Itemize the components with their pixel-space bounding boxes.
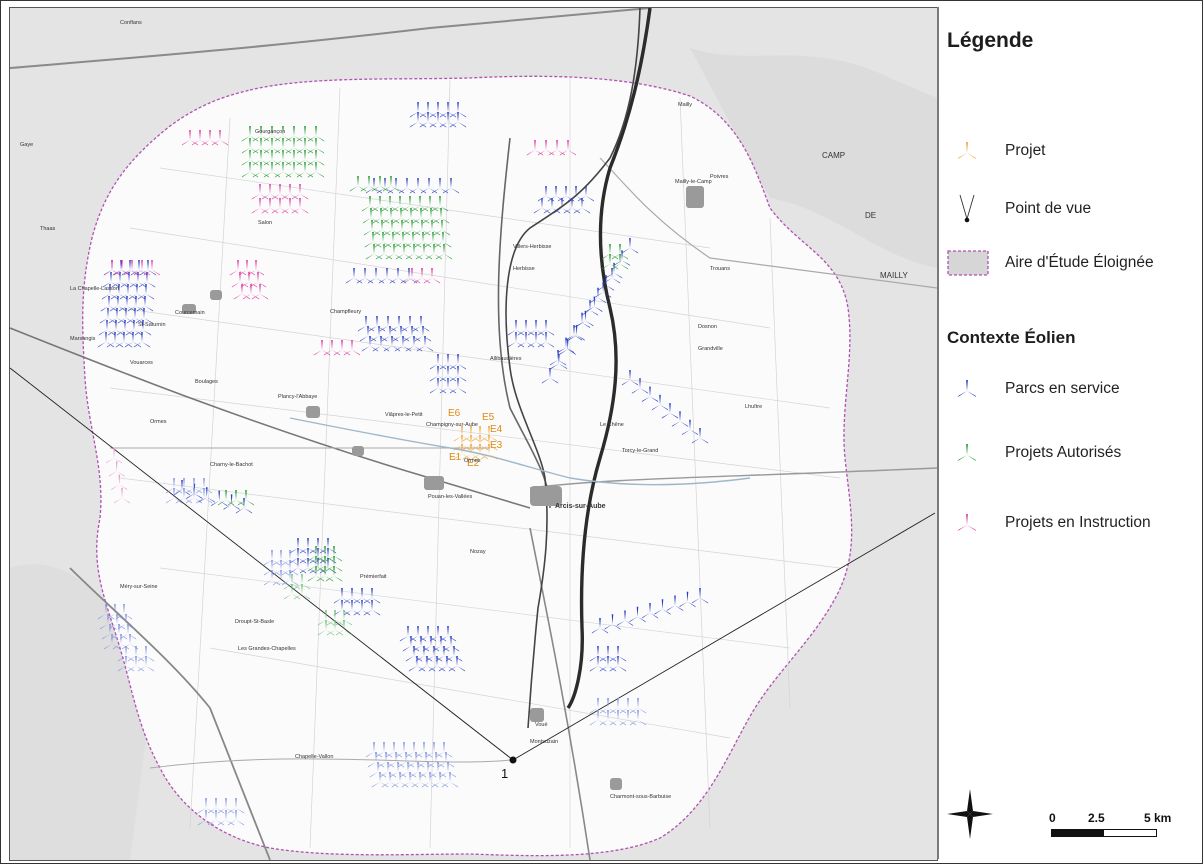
place-label: St-Saturnin (138, 322, 166, 328)
place-label: Charny-le-Bachot (210, 462, 253, 468)
place-label: Les Grandes-Chapelles (238, 646, 296, 652)
place-label: Voué (535, 722, 548, 728)
legend-panel: Légende Projet Point de vue Aire d'Étude… (937, 7, 1197, 859)
legend-item-parcs-en-service: Parcs en service (947, 373, 1192, 407)
place-label: Villers-Herbisse (513, 244, 551, 250)
legend-label: Projets Autorisés (1005, 444, 1122, 461)
place-label: Plancy-l'Abbaye (278, 394, 317, 400)
legend-item-projet: Projet (947, 135, 1192, 169)
place-label: Grandville (698, 346, 723, 352)
project-label-e4: E4 (490, 424, 503, 435)
place-label: Prémierfait (360, 574, 387, 580)
place-label: Gourgançon (255, 129, 285, 135)
scale-label-5km: 5 km (1144, 811, 1172, 825)
place-label: Boulages (195, 379, 218, 385)
legend-item-aire-etude: Aire d'Étude Éloignée (947, 247, 1192, 281)
place-label: Courcemain (175, 310, 205, 316)
place-label: Pouan-les-Vallées (428, 494, 472, 500)
project-label-e2: E2 (467, 458, 480, 469)
viewpoint-label: 1 (501, 766, 508, 781)
project-label-e3: E3 (490, 440, 503, 451)
scale-label-0: 0 (1049, 811, 1056, 825)
relief-shading-sw (10, 564, 150, 860)
place-label: Champfleury (330, 309, 361, 315)
place-label: CAMP (822, 151, 845, 160)
turbine-pink-icon (957, 514, 977, 532)
place-label: Herbisse (513, 266, 535, 272)
place-label: Dosnon (698, 324, 717, 330)
place-label: Gaye (20, 142, 33, 148)
viewing-cone (10, 367, 936, 761)
place-labels: Gourgançon Mailly-le-Camp Villers-Herbis… (20, 20, 909, 800)
place-label: Lhuître (745, 404, 762, 410)
viewpoint-icon (959, 194, 975, 223)
legend-label: Projets en Instruction (1005, 514, 1151, 531)
map-area[interactable]: E6 E5 E4 E3 E1 E2 Gourgançon Mailly-le-C… (9, 7, 938, 861)
legend-label: Parcs en service (1005, 380, 1120, 397)
place-label: Mailly-le-Camp (675, 179, 712, 185)
project-label-e5: E5 (482, 412, 495, 423)
place-label: Champigny-sur-Aube (426, 422, 478, 428)
place-label: Mailly (678, 102, 692, 108)
place-label: Thaas (40, 226, 56, 232)
roads (10, 8, 937, 860)
project-turbine-labels: E6 E5 E4 E3 E1 E2 (448, 408, 503, 469)
map-canvas: E6 E5 E4 E3 E1 E2 Gourgançon Mailly-le-C… (10, 8, 937, 860)
place-label: Droupt-St-Basle (235, 619, 274, 625)
place-label: Ormes (464, 458, 481, 464)
place-label: Le Chêne (600, 422, 624, 428)
place-label: Conflans (120, 20, 142, 26)
place-label: Ormes (150, 419, 167, 425)
place-label: Poivres (710, 174, 729, 180)
place-label: Méry-sur-Seine (120, 584, 158, 590)
place-label: Arcis-sur-Aube (555, 503, 606, 510)
place-label: Salon (258, 220, 272, 226)
project-label-e1: E1 (449, 452, 462, 463)
legend-label: Point de vue (1005, 200, 1092, 217)
motorway (566, 8, 652, 709)
place-label: Marsangis (70, 336, 96, 342)
place-label: Vouarces (130, 360, 153, 366)
place-label: DE (865, 211, 876, 220)
legend-label: Aire d'Étude Éloignée (1005, 254, 1154, 271)
place-label: MAILLY (880, 271, 909, 280)
turbine-green-icon (957, 444, 977, 462)
viewpoint-1[interactable]: 1 (501, 756, 517, 782)
scale-segment-dark (1051, 829, 1103, 837)
place-label: Chapelle-Vallon (295, 754, 333, 760)
north-arrow-icon (947, 789, 993, 839)
place-label: Torcy-le-Grand (622, 448, 658, 454)
legend-label: Projet (1005, 142, 1046, 159)
legend-item-projets-en-instruction: Projets en Instruction (947, 507, 1192, 541)
place-label: Viâpres-le-Petit (385, 412, 423, 418)
scale-label-2-5: 2.5 (1088, 811, 1105, 825)
place-label: Nozay (470, 549, 486, 555)
scale-segment-light (1103, 829, 1157, 837)
railway (505, 8, 641, 729)
legend-item-projets-autorises: Projets Autorisés (947, 437, 1192, 471)
turbine-orange-icon (957, 142, 977, 160)
relief-shading (690, 48, 937, 268)
turbine-blue-icon (957, 380, 977, 398)
field-lines (109, 78, 841, 849)
place-label: La Chapelle-Lasson (70, 286, 119, 292)
river-aube (289, 417, 751, 486)
town-blocks (182, 186, 704, 790)
study-area-swatch-icon (947, 250, 989, 276)
place-label: Charmont-sous-Barbuise (610, 794, 671, 800)
legend-title: Légende (947, 29, 1034, 52)
project-label-e6: E6 (448, 408, 461, 419)
place-label: Allibaudières (490, 356, 522, 362)
place-label: Montsuzain (530, 739, 558, 745)
place-label: Trouans (710, 266, 730, 272)
legend-context-title: Contexte Éolien (947, 328, 1076, 347)
legend-item-point-de-vue: Point de vue (947, 193, 1192, 227)
study-area-boundary (82, 75, 853, 857)
